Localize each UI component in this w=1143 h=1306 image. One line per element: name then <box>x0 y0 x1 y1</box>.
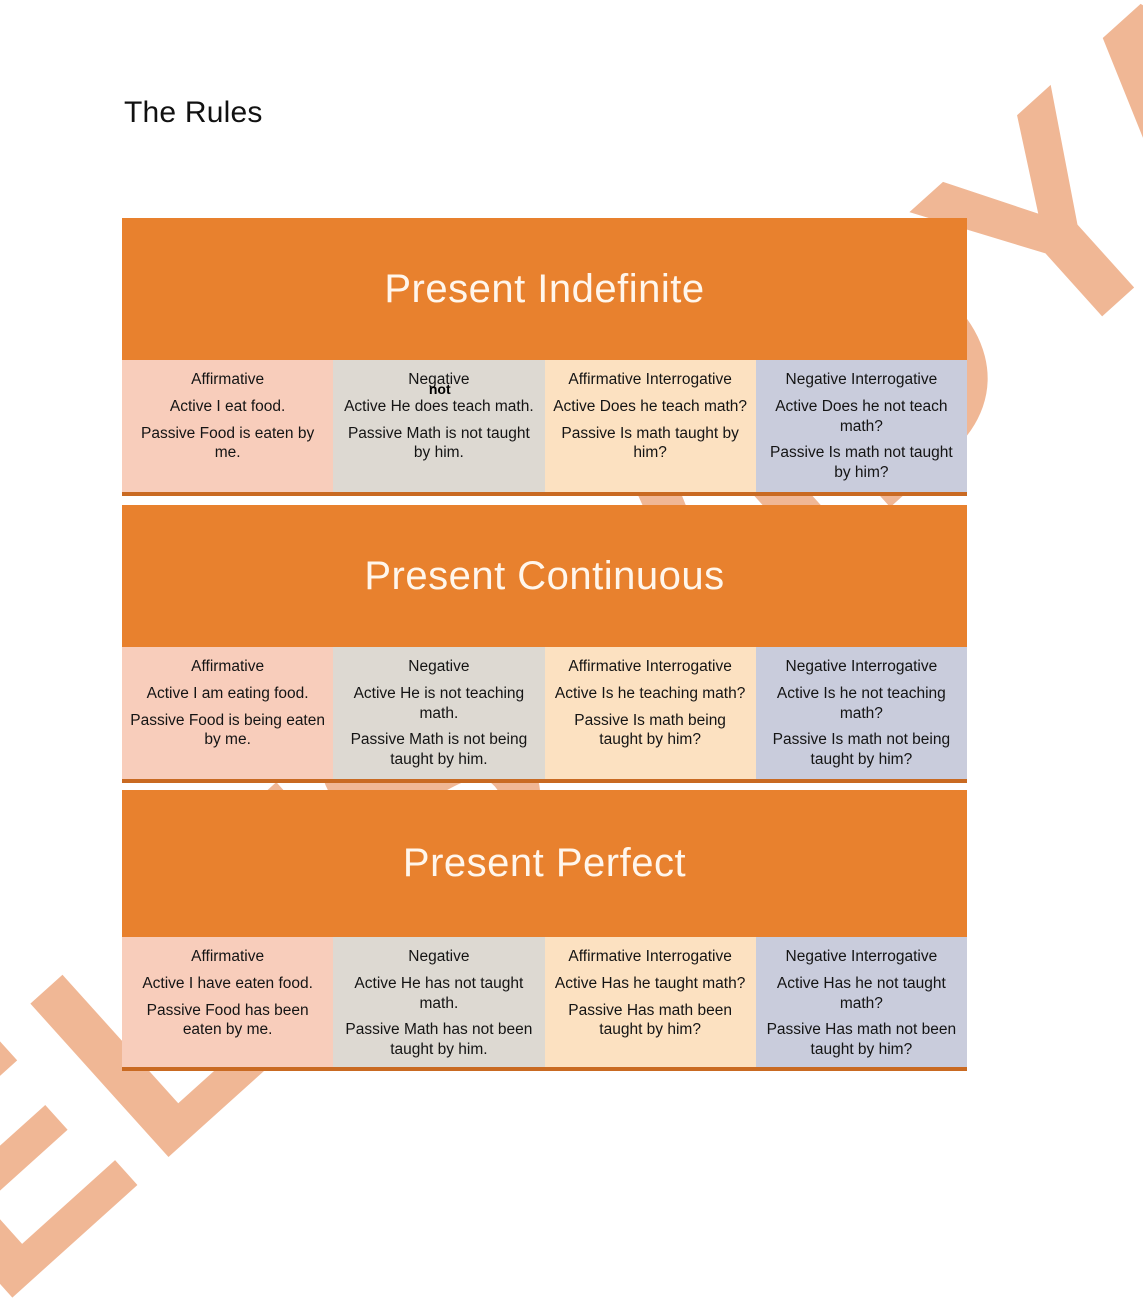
cell-negative: Negative Active He is not teaching math.… <box>333 647 545 779</box>
cell-passive-text: Passive Is math being taught by him? <box>574 711 726 749</box>
cell-passive-text: Passive Has math not been taught by him? <box>766 1021 957 1058</box>
cell-active-text: Active Is he not teaching math? <box>776 685 946 722</box>
not-annotation-text: not <box>428 381 451 397</box>
cell-affirmative: Affirmative Active I am eating food. Pas… <box>122 647 334 779</box>
cell-kind-label: Negative <box>408 371 470 388</box>
tense-title-present-perfect: Present Perfect <box>122 790 967 937</box>
cell-passive-text: Passive Food is being eaten by me. <box>130 711 325 749</box>
cell-affirmative: Affirmative Active I eat food. Passive F… <box>122 360 334 492</box>
tense-block-present-continuous: Present Continuous Affirmative Active I … <box>122 505 967 783</box>
cell-passive-text: Passive Math is not being taught by him. <box>350 731 528 768</box>
cell-affirmative: Affirmative Active I have eaten food. Pa… <box>122 937 334 1067</box>
cell-active-text: Active He has not taught math. <box>354 975 524 1012</box>
tense-title-present-continuous: Present Continuous <box>122 505 967 647</box>
cell-kind-label: Negative <box>408 658 470 675</box>
cell-kind-label: Affirmative <box>191 948 265 965</box>
cell-kind-label: Affirmative Interrogative <box>568 658 732 675</box>
cell-negative-interrogative: Negative Interrogative Active Does he no… <box>755 360 967 492</box>
tense-row: Affirmative Active I am eating food. Pas… <box>122 647 967 779</box>
cell-kind-label: Negative Interrogative <box>785 371 938 388</box>
cell-affirmative-interrogative: Affirmative Interrogative Active Is he t… <box>544 647 756 779</box>
cell-kind-label: Affirmative <box>191 658 265 675</box>
cell-kind-label: Affirmative Interrogative <box>568 371 732 388</box>
cell-affirmative-interrogative: Affirmative Interrogative Active Has he … <box>544 937 756 1067</box>
cell-passive-text: Passive Food has been eaten by me. <box>146 1001 309 1039</box>
cell-active-text: Active He does teach math. <box>344 398 534 416</box>
tense-block-present-indefinite: Present Indefinite Affirmative Active I … <box>122 218 967 496</box>
cell-active-text: Active He is not teaching math. <box>353 685 525 722</box>
tense-row: Affirmative Active I have eaten food. Pa… <box>122 937 967 1067</box>
tense-row: Affirmative Active I eat food. Passive F… <box>122 360 967 492</box>
cell-active-text: Active I have eaten food. <box>142 975 313 993</box>
cell-active-text: Active Has he not taught math? <box>776 975 946 1012</box>
cell-active-text: Active I eat food. <box>169 398 286 416</box>
cell-kind-label: Affirmative Interrogative <box>568 948 732 965</box>
cell-passive-text: Passive Math has not been taught by him. <box>345 1021 533 1058</box>
page-title: The Rules <box>124 96 263 129</box>
cell-negative-interrogative: Negative Interrogative Active Has he not… <box>755 937 967 1067</box>
tense-block-present-perfect: Present Perfect Affirmative Active I hav… <box>122 790 967 1071</box>
cell-kind-label: Negative Interrogative <box>785 948 938 965</box>
cell-passive-text: Passive Has math been taught by him? <box>568 1001 732 1039</box>
cell-passive-text: Passive Is math not taught by him? <box>770 444 953 481</box>
cell-kind-label: Negative Interrogative <box>785 658 938 675</box>
cell-active-text: Active Does he teach math? <box>553 398 748 416</box>
cell-active-text: Active I am eating food. <box>146 685 309 703</box>
tense-title-present-indefinite: Present Indefinite <box>122 218 967 360</box>
cell-passive-text: Passive Math is not taught by him. <box>347 424 530 462</box>
cell-active-text: Active Has he taught math? <box>554 975 746 993</box>
cell-affirmative-interrogative: Affirmative Interrogative Active Does he… <box>544 360 756 492</box>
cell-passive-text: Passive Is math taught by him? <box>561 424 739 462</box>
cell-passive-text: Passive Is math not being taught by him? <box>772 731 951 768</box>
cell-kind-label: Affirmative <box>191 371 265 388</box>
cell-active-text: Active Does he not teach math? <box>775 398 948 435</box>
cell-negative: Negative Active He has not taught math. … <box>333 937 545 1067</box>
cell-active-text: Active Is he teaching math? <box>554 685 746 703</box>
cell-negative-interrogative: Negative Interrogative Active Is he not … <box>755 647 967 779</box>
cell-negative: Negative not Active He does teach math. … <box>333 360 545 492</box>
cell-passive-text: Passive Food is eaten by me. <box>141 424 315 462</box>
cell-kind-label: Negative <box>408 948 470 965</box>
